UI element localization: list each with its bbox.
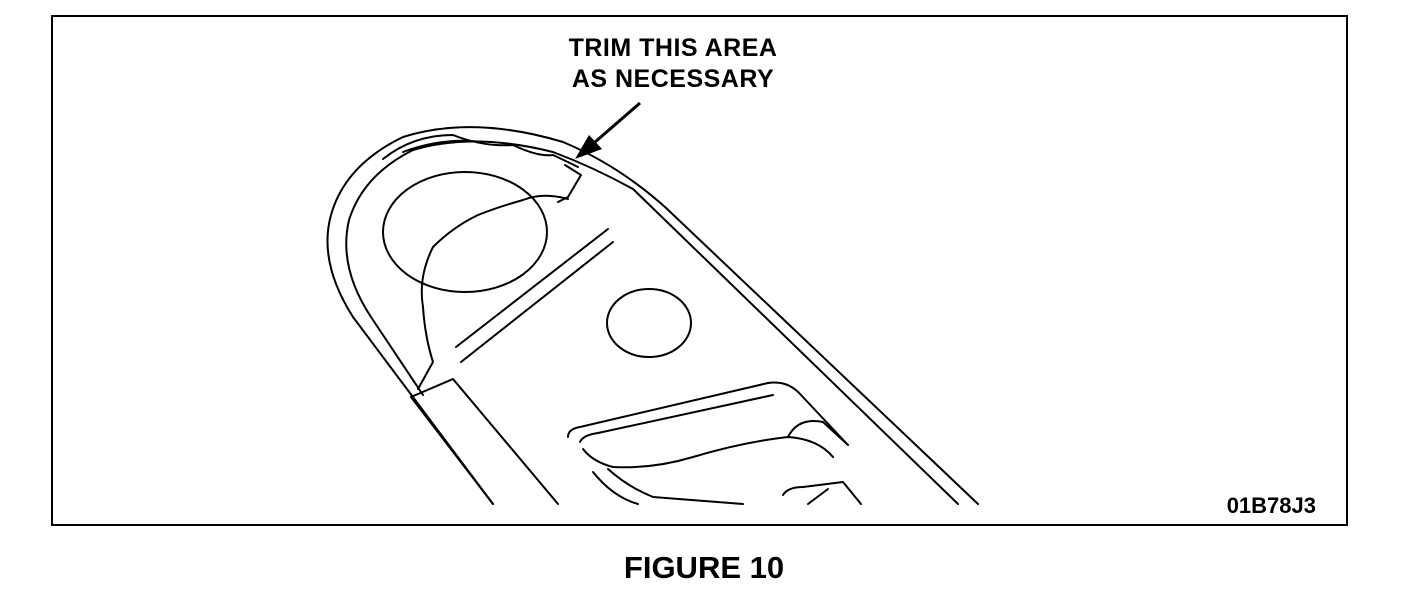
- small-boss: [606, 288, 692, 358]
- component-line-drawing: [326, 101, 979, 505]
- callout-arrow: [575, 101, 641, 159]
- trim-area-edge: [382, 134, 579, 168]
- figure-frame: TRIM THIS AREA AS NECESSARY 01B78J3: [51, 15, 1348, 526]
- housing-inner-edge: [345, 140, 959, 505]
- figure-caption: FIGURE 10: [623, 550, 785, 585]
- large-boss: [382, 171, 548, 293]
- callout-line-1: TRIM THIS AREA: [568, 34, 778, 62]
- callout-line-2: AS NECESSARY: [571, 65, 775, 93]
- drawing-code: 01B78J3: [1226, 493, 1316, 518]
- inner-boundary: [417, 194, 569, 390]
- vent-slot: [567, 381, 849, 446]
- grip-strip: [410, 378, 559, 505]
- callout-text: TRIM THIS AREA AS NECESSARY: [523, 33, 823, 95]
- housing-outer-edge: [326, 126, 979, 505]
